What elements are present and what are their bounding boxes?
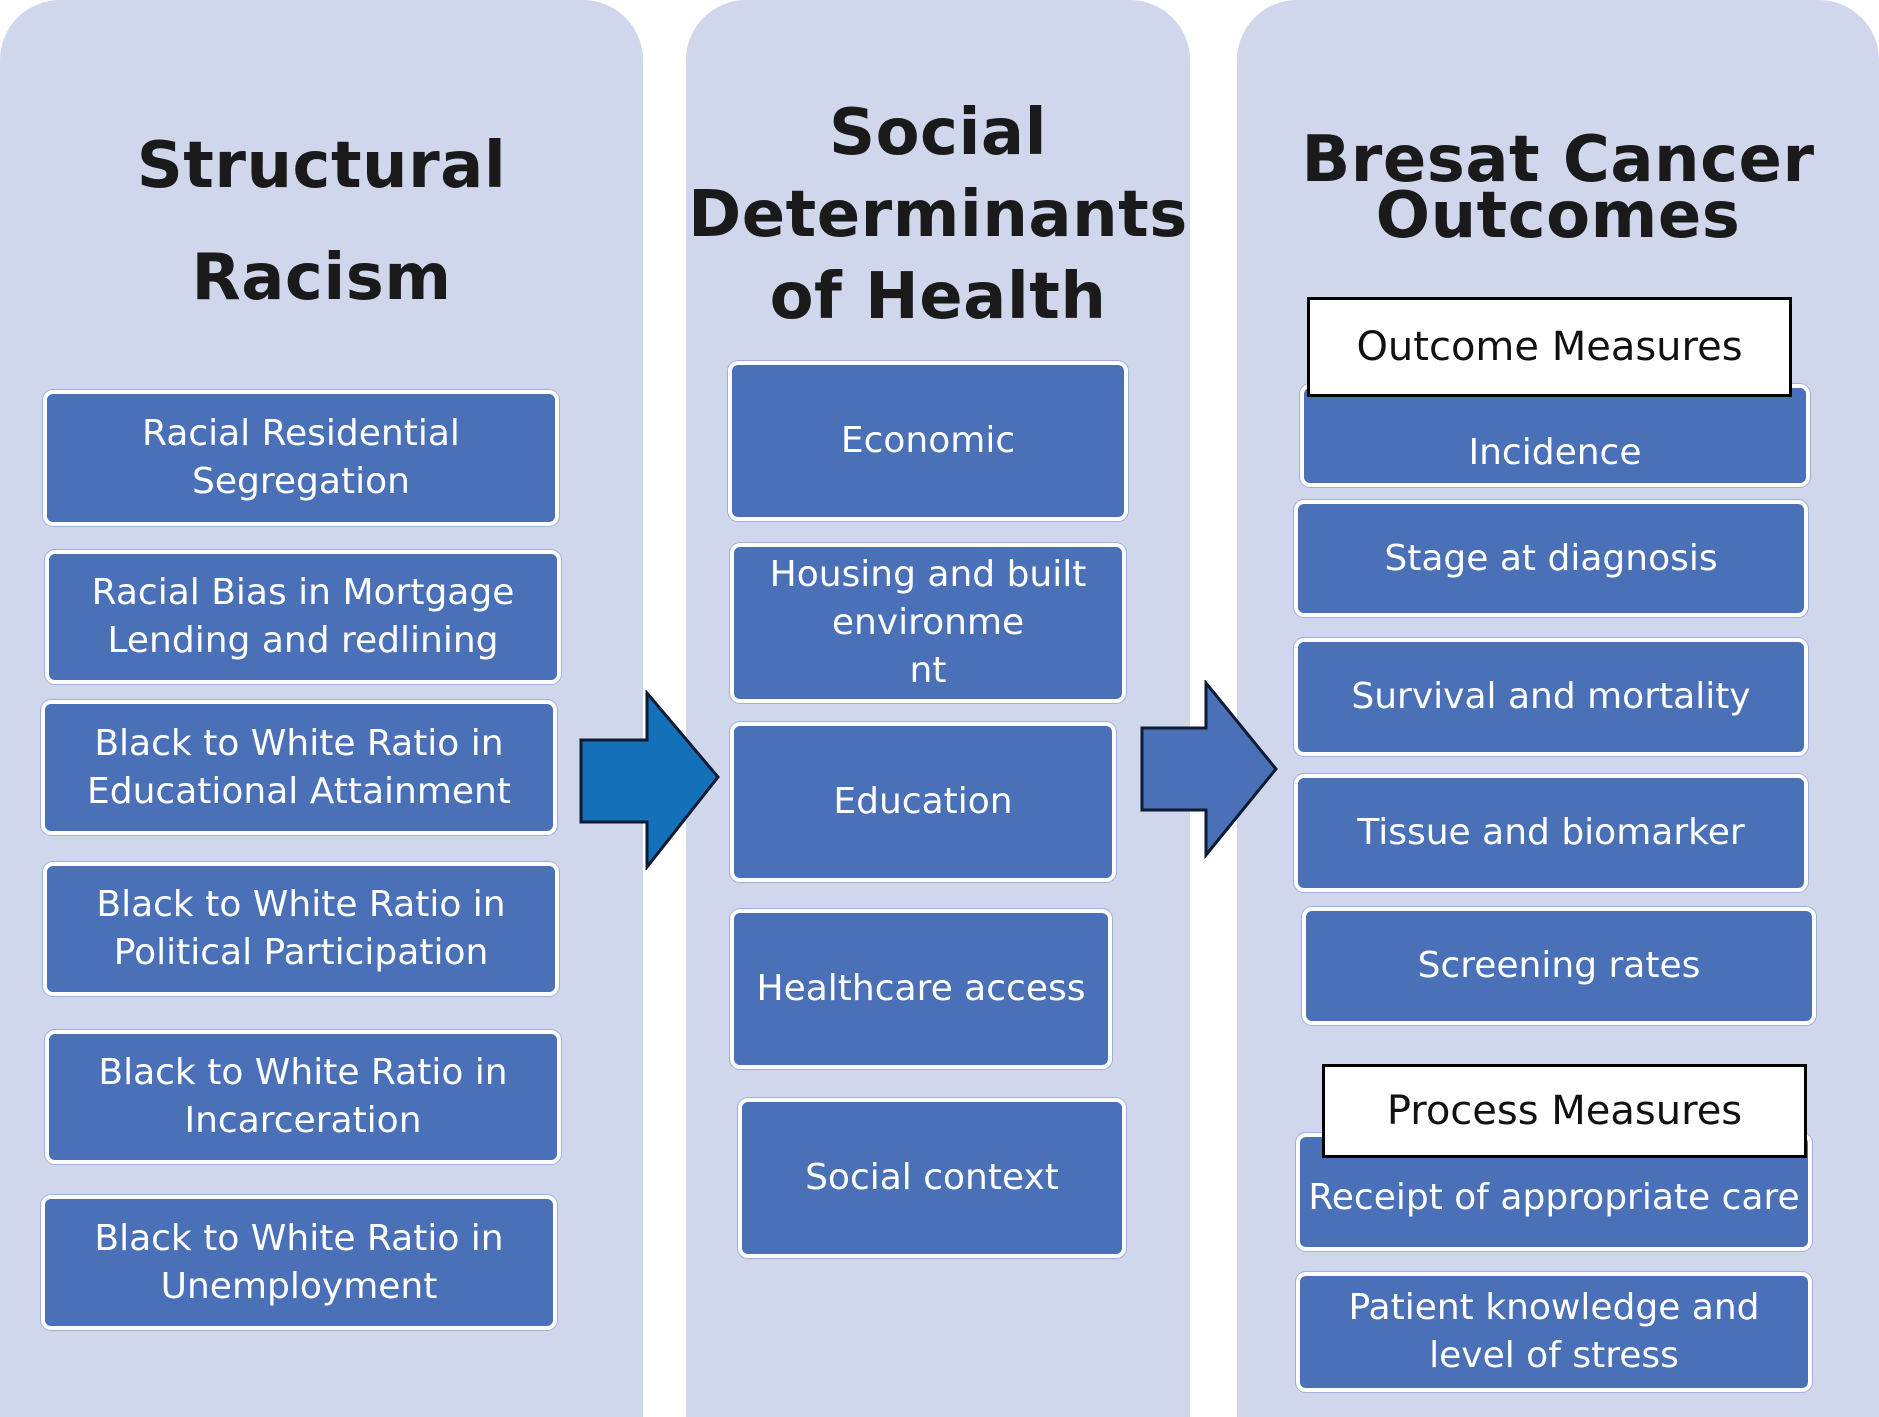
- title-line: Structural: [136, 129, 507, 203]
- outcome-measure-item: Screening rates: [1302, 907, 1816, 1025]
- arrow-shape: [579, 690, 720, 870]
- item-label: Screening rates: [1417, 945, 1701, 986]
- title-line: Racism: [191, 241, 452, 315]
- process-measures-label: Process Measures: [1322, 1064, 1807, 1158]
- structural-racism-item: Black to White Ratio in Political Partic…: [43, 862, 559, 996]
- title-line: Determinants: [688, 178, 1188, 252]
- arrow-shape: [1140, 680, 1278, 860]
- process-measure-item: Patient knowledge and level of stress: [1296, 1272, 1812, 1392]
- outcome-measure-item: Survival and mortality: [1294, 638, 1808, 756]
- title-line: Bresat Cancer: [1301, 123, 1815, 197]
- social-determinant-item: Social context: [738, 1098, 1126, 1258]
- title-line: Outcomes: [1375, 179, 1741, 253]
- item-label: Black to White Ratio in Educational Atta…: [87, 722, 511, 812]
- arrow-right-icon: [1140, 680, 1278, 860]
- outcome-measures-label: Outcome Measures: [1307, 297, 1792, 397]
- item-label: Black to White Ratio in Unemployment: [94, 1217, 504, 1307]
- social-determinant-item: Healthcare access: [730, 909, 1112, 1069]
- breast-cancer-outcomes-title: Bresat Cancer Outcomes: [1237, 123, 1879, 253]
- item-label: Tissue and biomarker: [1357, 812, 1745, 853]
- outcome-measure-item: Stage at diagnosis: [1294, 500, 1808, 617]
- item-label: Education: [833, 781, 1013, 822]
- item-label: Racial Bias in Mortgage Lending and redl…: [91, 572, 515, 661]
- outcome-measure-item: Tissue and biomarker: [1294, 774, 1808, 892]
- structural-racism-item: Black to White Ratio in Incarceration: [45, 1030, 561, 1164]
- item-label: Healthcare access: [756, 968, 1086, 1009]
- arrow-right-icon: [579, 690, 720, 870]
- item-label: Black to White Ratio in Political Partic…: [96, 884, 506, 973]
- social-determinant-item: Housing and built environme nt: [730, 543, 1126, 703]
- item-label: Social context: [805, 1157, 1059, 1198]
- item-label: Black to White Ratio in Incarceration: [98, 1052, 508, 1141]
- item-label: Racial Residential Segregation: [142, 413, 460, 502]
- structural-racism-item: Racial Bias in Mortgage Lending and redl…: [45, 550, 561, 684]
- structural-racism-item: Black to White Ratio in Unemployment: [41, 1195, 557, 1330]
- item-label: Economic: [840, 420, 1016, 461]
- outcome-measure-item: Incidence: [1300, 384, 1810, 487]
- structural-racism-item: Black to White Ratio in Educational Atta…: [41, 700, 557, 835]
- item-label: Stage at diagnosis: [1384, 537, 1718, 579]
- structural-racism-item: Racial Residential Segregation: [43, 390, 559, 526]
- social-determinants-title: Social Determinants of Health: [686, 92, 1190, 338]
- social-determinant-item: Economic: [728, 361, 1128, 521]
- social-determinant-item: Education: [730, 722, 1116, 882]
- title-line: Social: [828, 96, 1048, 170]
- item-label: Incidence: [1468, 431, 1642, 473]
- structural-racism-title: Structural Racism: [0, 110, 643, 334]
- item-label: Survival and mortality: [1351, 676, 1751, 717]
- item-label: Housing and built environme nt: [769, 554, 1087, 691]
- item-label: Receipt of appropriate care: [1308, 1177, 1800, 1218]
- title-line: of Health: [769, 260, 1107, 334]
- item-label: Patient knowledge and level of stress: [1348, 1287, 1760, 1376]
